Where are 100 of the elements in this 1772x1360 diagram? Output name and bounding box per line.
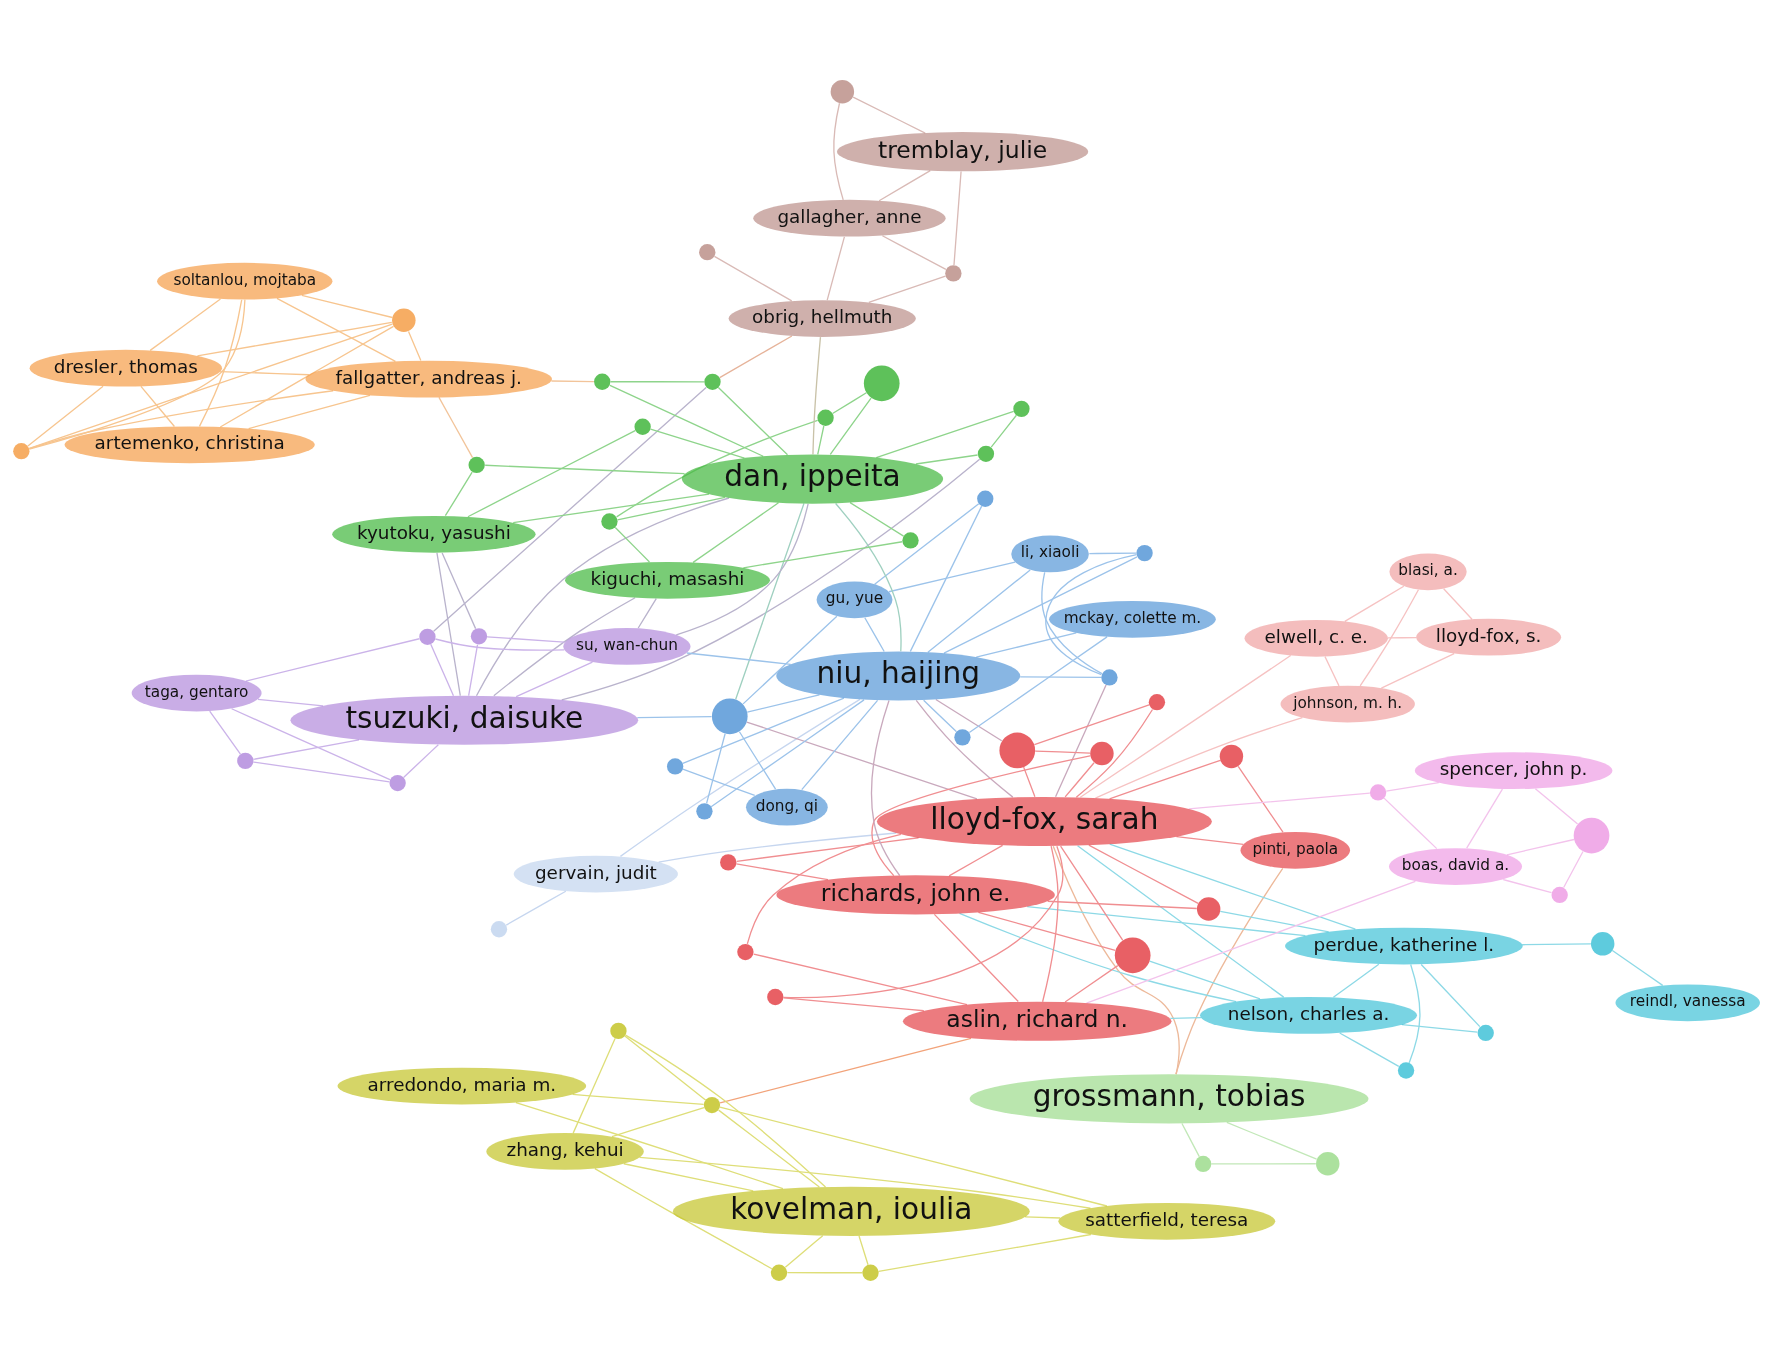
connector xyxy=(1343,585,1404,622)
connector xyxy=(832,102,844,200)
connector xyxy=(1521,942,1591,945)
node-circle xyxy=(953,728,971,745)
connector xyxy=(718,1105,1108,1207)
connector xyxy=(685,651,791,665)
node-circle xyxy=(388,774,406,791)
connector xyxy=(717,1108,820,1188)
connector xyxy=(622,1162,754,1191)
connector xyxy=(1052,845,1180,1075)
node-ellipse: gervain, judit xyxy=(513,855,678,892)
connector xyxy=(922,699,957,732)
connector xyxy=(657,831,897,863)
connector xyxy=(1420,963,1480,1027)
connector xyxy=(811,336,821,455)
node-circle xyxy=(1315,1151,1339,1175)
node-circle xyxy=(1196,896,1220,921)
node-circle xyxy=(418,628,436,645)
node-circle xyxy=(861,1264,879,1281)
connector xyxy=(1033,703,1150,745)
connector xyxy=(1040,571,1103,674)
connector xyxy=(649,428,745,459)
connector xyxy=(609,380,705,382)
node-ellipse: lloyd-fox, s. xyxy=(1415,618,1561,656)
connector xyxy=(515,660,593,697)
connector xyxy=(675,502,809,636)
node-ellipse: nelson, charles a. xyxy=(1199,996,1417,1034)
node-circle xyxy=(1194,1155,1211,1172)
connector xyxy=(1054,683,1107,797)
connector xyxy=(709,698,865,807)
node-circle xyxy=(12,442,29,459)
connector xyxy=(851,96,926,134)
node-ellipse: dan, ippeita xyxy=(681,454,943,504)
node-circle xyxy=(391,308,416,332)
node-circle xyxy=(736,943,754,960)
connector xyxy=(475,496,730,696)
connector xyxy=(437,396,473,458)
connector xyxy=(975,631,1077,658)
connector xyxy=(734,502,805,700)
connector xyxy=(1408,963,1421,1063)
node-ellipse: tremblay, julie xyxy=(836,131,1088,171)
connector xyxy=(572,1037,616,1134)
connector xyxy=(435,551,461,696)
connector xyxy=(745,720,978,800)
node-circle xyxy=(1135,544,1153,561)
node-circle xyxy=(600,512,618,530)
connector xyxy=(1064,761,1095,798)
node-circle xyxy=(976,490,993,507)
node-ellipse: dresler, thomas xyxy=(29,349,222,387)
connector xyxy=(1085,880,1416,1004)
connector xyxy=(1108,842,1356,930)
node-circle xyxy=(633,418,651,435)
connector xyxy=(1219,910,1329,932)
node-circle xyxy=(1477,1024,1494,1041)
connector xyxy=(718,334,793,378)
connector xyxy=(434,637,565,651)
connector xyxy=(990,414,1017,448)
connector xyxy=(638,1156,1091,1209)
connector xyxy=(637,597,657,629)
node-circle xyxy=(698,243,715,260)
connector xyxy=(247,394,371,429)
node-circle xyxy=(1012,400,1030,417)
connector xyxy=(505,890,566,926)
connector xyxy=(208,710,241,755)
connector xyxy=(623,1034,706,1101)
connector xyxy=(909,504,982,652)
node-circle xyxy=(593,373,610,390)
connector xyxy=(1380,652,1455,689)
connector xyxy=(947,844,1003,876)
connector xyxy=(741,615,838,705)
node-circle xyxy=(1148,693,1165,710)
connector xyxy=(1323,655,1340,687)
node-circle xyxy=(1089,741,1114,765)
connector xyxy=(718,1037,972,1104)
connector xyxy=(1400,1023,1478,1033)
connector xyxy=(1359,588,1419,686)
connector xyxy=(1338,1031,1399,1067)
connector xyxy=(1046,900,1197,909)
connector xyxy=(735,836,919,862)
connector xyxy=(857,1234,869,1265)
connector xyxy=(139,385,175,427)
node-circle xyxy=(695,802,713,820)
connector xyxy=(149,297,221,351)
node-ellipse: tsuzuki, daisuke xyxy=(289,695,638,745)
connector xyxy=(514,1101,784,1189)
node-circle xyxy=(711,697,748,734)
connector xyxy=(934,698,1002,741)
connector xyxy=(1087,844,1199,904)
connector xyxy=(1225,1121,1317,1160)
node-ellipse: kyutoku, yasushi xyxy=(331,515,536,553)
connector xyxy=(1076,844,1284,998)
connector xyxy=(492,596,636,696)
node-circle xyxy=(703,373,721,390)
connector xyxy=(863,616,885,652)
connector xyxy=(887,560,1016,592)
connector xyxy=(958,912,1237,1002)
node-ellipse: lloyd-fox, sarah xyxy=(876,796,1212,846)
connector xyxy=(485,635,565,643)
node-ellipse: gallagher, anne xyxy=(752,199,946,237)
node-circle xyxy=(863,365,900,401)
